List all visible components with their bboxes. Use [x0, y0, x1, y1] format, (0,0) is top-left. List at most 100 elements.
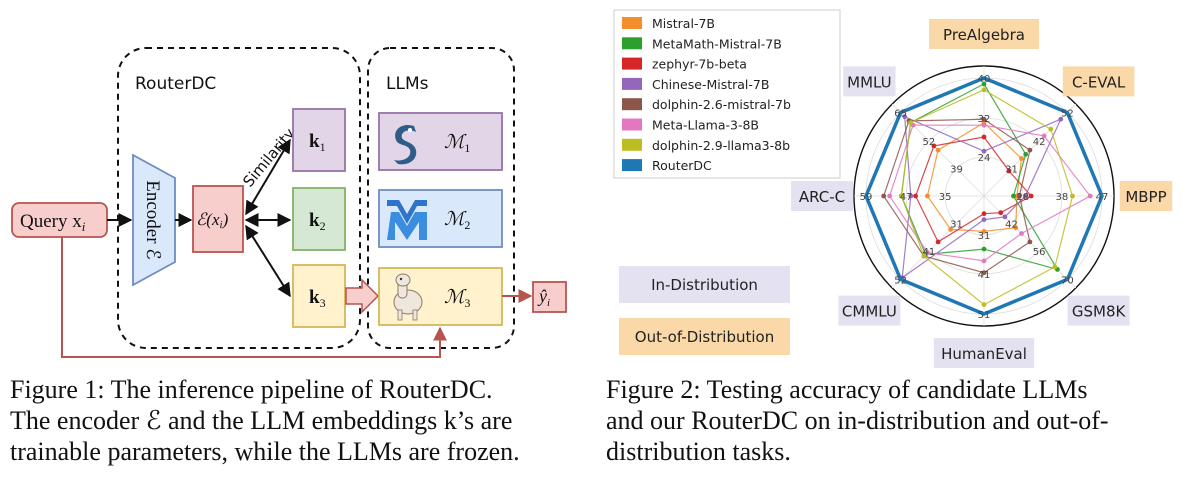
figure-1-caption: Figure 1: The inference pipeline of Rout… — [10, 374, 595, 467]
key-box-2 — [292, 187, 346, 251]
routerdc-label: RouterDC — [135, 74, 216, 94]
series-point — [1002, 214, 1008, 220]
legend-swatch — [622, 17, 642, 29]
radar-tick-label: 42 — [1005, 220, 1018, 231]
series-point — [981, 122, 987, 128]
distribution-legend-label: In-Distribution — [651, 276, 758, 294]
series-point — [1052, 264, 1058, 270]
key-label-1: k1 — [309, 131, 326, 154]
legend-label: Mistral-7B — [652, 16, 715, 31]
series-point — [924, 250, 930, 256]
series-point — [1023, 151, 1029, 157]
series-point — [1070, 193, 1075, 199]
radar-tick-label: 41 — [978, 270, 991, 281]
series-point — [881, 193, 887, 199]
encoder-label: Encoder ℰ — [142, 180, 163, 260]
series-point — [981, 134, 987, 140]
series-point — [981, 148, 987, 154]
key-label-3: k3 — [309, 287, 326, 310]
axis-label: HumanEval — [941, 345, 1027, 363]
axis-label-box — [1062, 66, 1135, 97]
query-label: Query xi — [20, 211, 86, 234]
radar-tick-label: 59 — [860, 192, 873, 203]
radar-tick-label: 52 — [1061, 109, 1074, 120]
series-point — [925, 193, 930, 199]
legend-label: dolphin-2.9-llama3-8b — [652, 138, 790, 153]
series-point — [981, 211, 987, 217]
series-point — [981, 229, 987, 234]
legend-swatch — [622, 37, 642, 50]
legend-swatch — [622, 138, 642, 151]
legend-label: Meta-Llama-3-8B — [652, 118, 759, 133]
series-point — [935, 147, 941, 153]
model-label-1: ℳ1 — [444, 132, 470, 155]
radar-tick-label: 56 — [1033, 247, 1046, 258]
similarity-arrow-k1 — [245, 138, 291, 216]
radar-tick-label: 52 — [894, 275, 907, 286]
axis-label-box — [929, 19, 1039, 49]
series-point — [902, 114, 908, 120]
routing-arrow — [345, 278, 380, 314]
series-point — [1013, 225, 1019, 231]
figure-1-caption-line: Figure 1: The inference pipeline of Rout… — [10, 375, 493, 404]
axis-label: MMLU — [847, 73, 891, 91]
series-point — [1017, 193, 1022, 199]
axis-label: CMMLU — [842, 303, 897, 321]
legend-label: MetaMath-Mistral-7B — [652, 36, 782, 51]
legend-swatch — [622, 118, 642, 131]
figure-1-caption-line: trainable parameters, while the LLMs are… — [10, 437, 520, 466]
legend-label: Chinese-Mistral-7B — [652, 77, 769, 92]
axis-label-box — [1119, 181, 1173, 211]
series-point — [981, 302, 987, 307]
axis-label: PreAlgebra — [943, 26, 1025, 44]
series-point — [981, 116, 987, 122]
metamath-logo-icon — [387, 200, 427, 240]
radar-tick-label: 24 — [978, 153, 991, 164]
query-embedding-box — [192, 185, 244, 253]
series-point — [899, 193, 904, 199]
radar-tick-label: 70 — [1061, 275, 1074, 286]
radar-tick-label: 38 — [1056, 192, 1069, 203]
key-box-3 — [292, 264, 346, 328]
series-point — [981, 270, 987, 276]
axis-label-box — [791, 181, 853, 211]
radar-tick-label: 47 — [1096, 192, 1109, 203]
series-point — [981, 246, 987, 252]
series-point — [981, 81, 987, 87]
output-box — [532, 281, 567, 313]
encoder-trapezoid — [132, 153, 176, 287]
series-point — [1028, 193, 1034, 199]
axis-label-box — [933, 338, 1035, 368]
distribution-legend-box — [619, 266, 790, 303]
figure-1-caption-line: The encoder ℰ and the LLM embeddings k’s… — [10, 406, 513, 435]
series-point — [935, 239, 941, 245]
series-point — [887, 193, 892, 199]
radar-tick-label: 32 — [978, 114, 991, 125]
axis-label: MBPP — [1125, 188, 1166, 206]
radar-tick-label: 31 — [1005, 165, 1018, 176]
axis-label: C-EVAL — [1072, 73, 1126, 91]
radar-tick-label: 39 — [950, 165, 963, 176]
radar-tick-label: 31 — [950, 220, 963, 231]
figure-1-pipeline-diagram: RouterDC LLMs Query xi Encoder ℰ ℰ(xi) S… — [11, 47, 567, 358]
series-point — [1087, 193, 1093, 199]
axis-label-box — [843, 66, 896, 97]
series-point — [1011, 193, 1016, 199]
series-point — [998, 210, 1004, 216]
series-point — [1019, 156, 1024, 161]
llama-logo-icon — [393, 273, 423, 321]
axis-label: GSM8K — [1072, 303, 1127, 321]
legend-label: zephyr-7b-beta — [652, 57, 747, 72]
similarity-label: Similarity — [239, 125, 298, 191]
legend-swatch — [622, 98, 642, 111]
legend-swatch — [622, 57, 642, 70]
figure-2-caption-line: Figure 2: Testing accuracy of candidate … — [606, 375, 1088, 404]
radar-tick-label: 42 — [1033, 137, 1046, 148]
key-label-2: k2 — [309, 210, 326, 233]
series-point — [913, 193, 918, 199]
figure-2-caption-line: distribution tasks. — [606, 437, 791, 466]
model-label-3: ℳ3 — [444, 287, 470, 310]
figure-2-caption: Figure 2: Testing accuracy of candidate … — [606, 374, 1196, 467]
series-point — [1022, 193, 1028, 199]
